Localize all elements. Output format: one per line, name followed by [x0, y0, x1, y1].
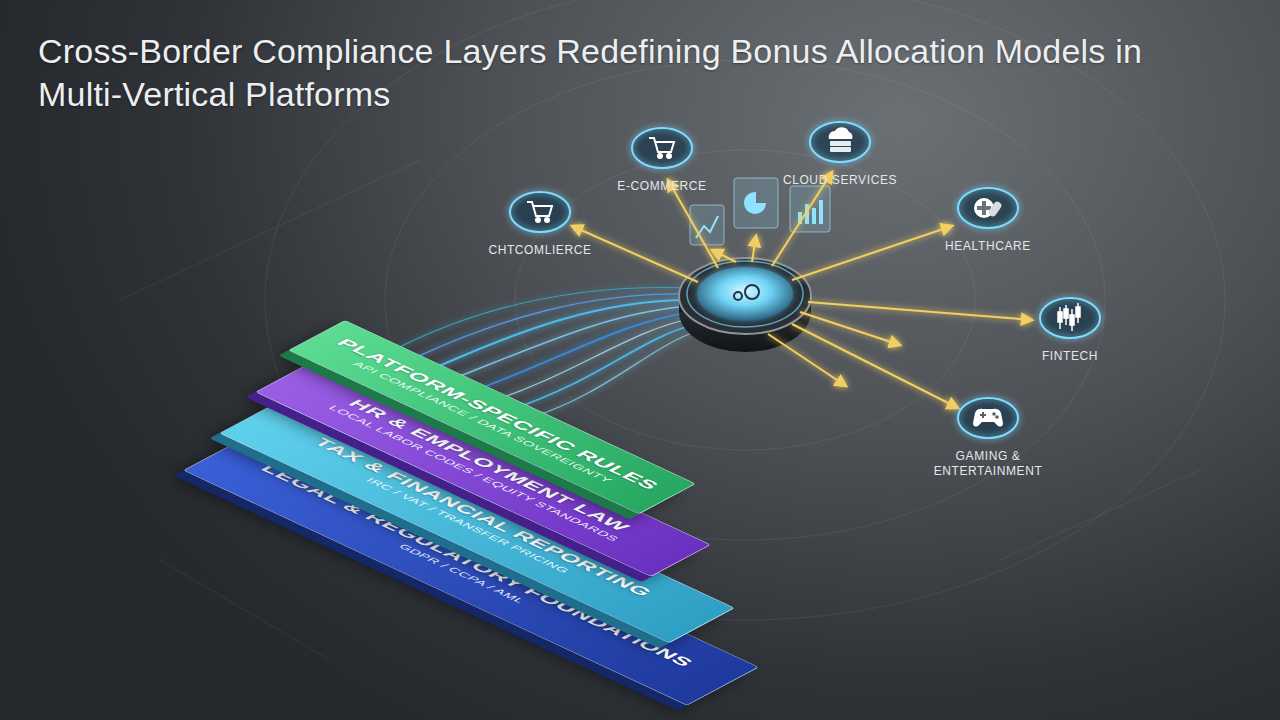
candle-body [1064, 309, 1068, 318]
diagram-title: Cross-Border Compliance Layers Redefinin… [38, 30, 1178, 116]
dpad [980, 412, 986, 418]
gamepad-icon [973, 409, 1003, 427]
bar-icon [819, 200, 823, 224]
data-stream [510, 324, 696, 410]
server-box [830, 147, 851, 152]
icon-ring [810, 122, 870, 162]
gold-arrow [792, 226, 952, 280]
health-icon [974, 198, 1003, 218]
icon-ring [958, 398, 1018, 438]
vertical-label: FINTECH [985, 349, 1155, 364]
cart-body [649, 138, 674, 152]
cart-wheel [545, 218, 549, 222]
cart-icon [649, 138, 674, 158]
data-stream [530, 330, 700, 418]
gamepad-button [995, 415, 999, 419]
vertical-node: GAMING & ENTERTAINMENT [903, 393, 1073, 479]
cloud-icon [829, 127, 853, 152]
candlestick-icon [1058, 303, 1080, 331]
data-stream [490, 318, 694, 402]
cart-wheel [658, 154, 662, 158]
hub-symbol [745, 285, 759, 299]
vertical-label: GAMING & ENTERTAINMENT [903, 449, 1073, 479]
bar-icon [812, 208, 816, 224]
vertical-label: HEALTHCARE [903, 239, 1073, 254]
central-hub [679, 258, 811, 352]
vertical-label: CHTCOMLIERCE [455, 243, 625, 258]
hub-arrows [572, 172, 1032, 408]
capsule [987, 200, 1003, 218]
vertical-icon [627, 123, 697, 173]
gold-arrow [752, 236, 756, 262]
hub-rim [679, 258, 811, 334]
icon-ring [1040, 298, 1100, 338]
vertical-node: E-COMMERCE [577, 123, 747, 194]
circuit-trace [120, 160, 1200, 660]
hub-core [697, 267, 793, 321]
vertical-node: CHTCOMLIERCE [455, 187, 625, 258]
cart-body [527, 202, 552, 216]
data-stream [390, 288, 690, 352]
gold-arrow [800, 312, 900, 345]
chart-panel [734, 178, 778, 228]
gold-arrow [668, 180, 718, 268]
cart-icon [527, 202, 552, 222]
icon-ring [958, 188, 1018, 228]
cart-wheel [536, 218, 540, 222]
icon-ring [510, 192, 570, 232]
vertical-label: CLOUD SERVICES [755, 173, 925, 188]
gold-arrow [768, 334, 846, 386]
vertical-icon [805, 117, 875, 167]
gamepad-button [992, 412, 996, 416]
candle-body [1076, 307, 1080, 317]
icon-ring [632, 128, 692, 168]
gold-arrow [712, 250, 736, 262]
pie-icon [744, 192, 766, 214]
background-ring [515, 150, 975, 450]
candle-body [1070, 315, 1074, 325]
vertical-node: CLOUD SERVICES [755, 117, 925, 188]
vertical-icon [953, 393, 1023, 443]
gamepad-body [973, 409, 1003, 427]
vertical-node: FINTECH [985, 293, 1155, 364]
chart-panels [690, 178, 830, 245]
candle-body [1058, 312, 1062, 322]
cart-wheel [667, 154, 671, 158]
gold-arrow [808, 302, 1032, 320]
data-stream [410, 294, 690, 360]
cloud-shape [829, 127, 853, 139]
hub-ring [687, 261, 803, 327]
chart-panel [790, 186, 830, 232]
vertical-icon [505, 187, 575, 237]
vertical-node: HEALTHCARE [903, 183, 1073, 254]
chart-panel [690, 205, 724, 245]
vertical-label: E-COMMERCE [577, 179, 747, 194]
vertical-icon [1035, 293, 1105, 343]
server-box [830, 141, 851, 146]
hub-symbol [734, 292, 742, 300]
vertical-icon [953, 183, 1023, 233]
